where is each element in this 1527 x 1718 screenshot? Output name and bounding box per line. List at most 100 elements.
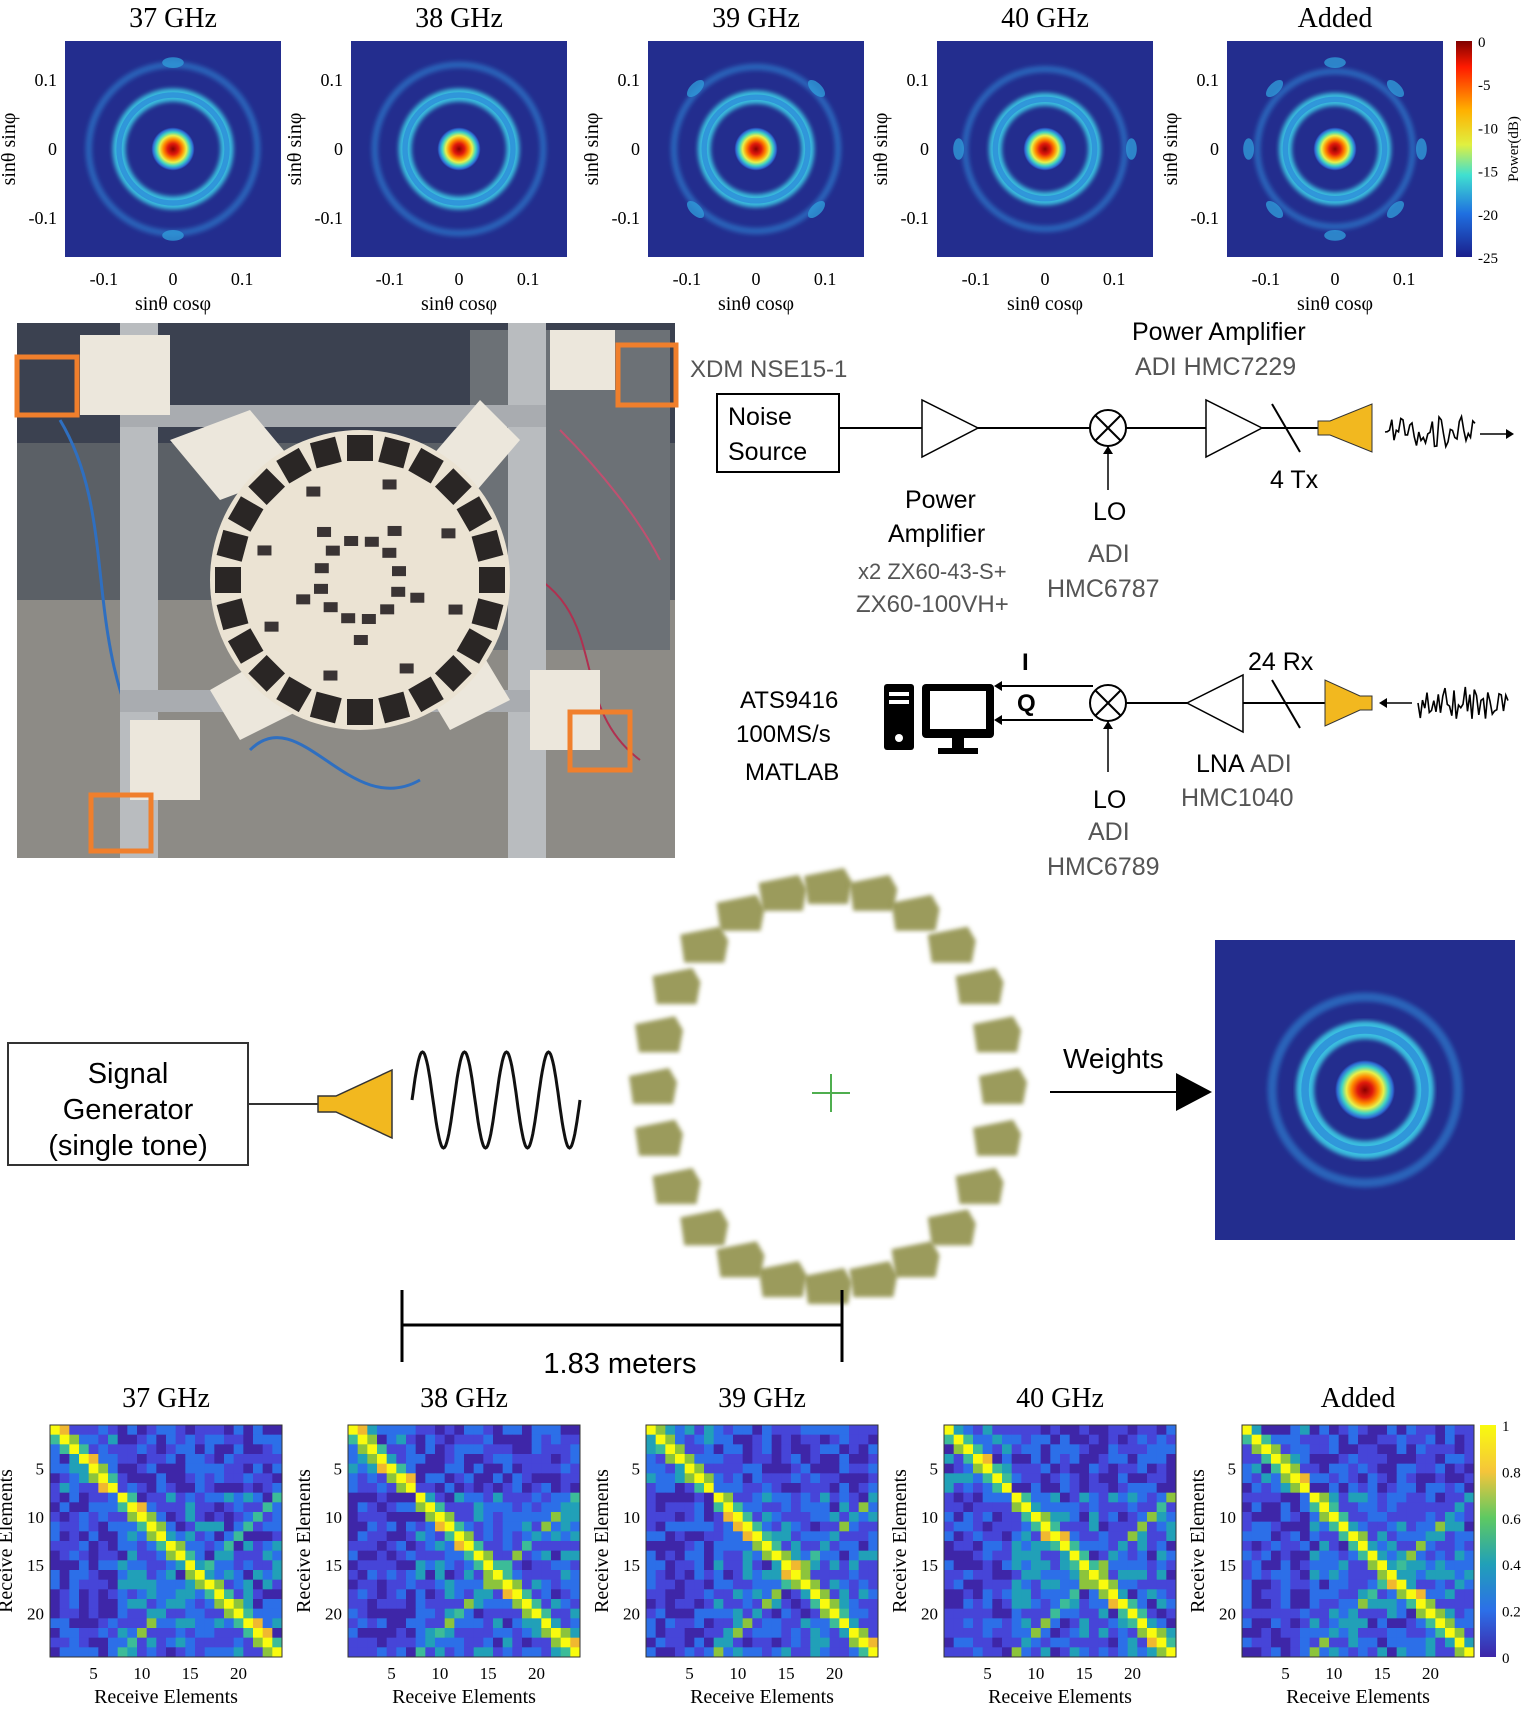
y-tick-label: 20 bbox=[27, 1605, 44, 1624]
x-tick-label: 20 bbox=[1422, 1664, 1439, 1683]
colorbar-tick: -20 bbox=[1478, 208, 1498, 224]
x-tick-label: 5 bbox=[89, 1664, 98, 1683]
colorbar-tick: 0 bbox=[1502, 1651, 1510, 1667]
y-tick-label: 10 bbox=[623, 1508, 640, 1527]
x-tick-label: 15 bbox=[480, 1664, 497, 1683]
y-tick-label: 20 bbox=[921, 1605, 938, 1624]
rx-chain-diagram: ATS9416 100MS/s MATLAB I Q bbox=[736, 648, 1509, 881]
digitizer-line1: ATS9416 bbox=[740, 687, 838, 714]
horn-element bbox=[758, 874, 807, 911]
pa1-title-1: Power bbox=[905, 486, 976, 514]
x-axis-label: sinθ cosφ bbox=[135, 293, 211, 315]
horn-element bbox=[804, 868, 852, 904]
x-axis-label: Receive Elements bbox=[988, 1686, 1132, 1708]
weights-label: Weights bbox=[1063, 1043, 1164, 1074]
x-tick-label: 5 bbox=[1281, 1664, 1290, 1683]
panel-title: Added bbox=[1321, 1383, 1396, 1414]
q-label: Q bbox=[1017, 690, 1036, 717]
x-tick-label: 10 bbox=[431, 1664, 448, 1683]
beam-heatmap bbox=[351, 41, 567, 257]
x-axis-label: sinθ cosφ bbox=[421, 293, 497, 315]
x-tick-label: -0.1 bbox=[962, 269, 991, 289]
horn-element bbox=[849, 874, 898, 911]
horn-element bbox=[680, 1209, 729, 1246]
x-tick-label: 10 bbox=[133, 1664, 150, 1683]
digitizer-line3: MATLAB bbox=[745, 759, 839, 786]
x-tick-label: 10 bbox=[1027, 1664, 1044, 1683]
y-tick-label: 15 bbox=[921, 1556, 938, 1575]
x-tick-label: 0.1 bbox=[814, 269, 837, 289]
weighted-beam-heatmap bbox=[1215, 940, 1515, 1240]
signal-generator-line2: Generator bbox=[63, 1094, 194, 1126]
lna-label: LNA bbox=[1196, 750, 1245, 778]
y-tick-label: 20 bbox=[1219, 1605, 1236, 1624]
signal-generator-box bbox=[7, 1042, 249, 1166]
horn-element bbox=[979, 1068, 1027, 1104]
horn-antenna-icon bbox=[317, 1068, 393, 1140]
weighted-beam-pattern bbox=[1215, 940, 1515, 1240]
colorbar-tick: -10 bbox=[1478, 121, 1498, 137]
pa2-title: Power Amplifier bbox=[1132, 318, 1306, 346]
x-axis-label: sinθ cosφ bbox=[1007, 293, 1083, 315]
tx-chain-diagram: XDM NSE15-1 Noise Source Power Amplifier… bbox=[690, 318, 1514, 618]
y-axis-label: Receive Elements bbox=[889, 1469, 911, 1613]
y-tick-label: 0.1 bbox=[321, 70, 344, 90]
x-tick-label: 0.1 bbox=[517, 269, 540, 289]
panel-title: 40 GHz bbox=[1016, 1383, 1104, 1414]
x-tick-label: -0.1 bbox=[376, 269, 405, 289]
horn-antenna-icon bbox=[1324, 679, 1373, 727]
amplifier-symbol bbox=[921, 398, 980, 459]
distance-label: 1.83 meters bbox=[543, 1348, 696, 1380]
panel-title: Added bbox=[1298, 3, 1373, 34]
y-tick-label: -0.1 bbox=[315, 208, 344, 228]
y-tick-label: 0.1 bbox=[907, 70, 930, 90]
horn-element bbox=[634, 1016, 683, 1053]
horn-element bbox=[804, 1268, 852, 1304]
noise-waveform-icon bbox=[1384, 413, 1476, 450]
y-tick-label: 5 bbox=[930, 1460, 939, 1479]
arrow-icon bbox=[1176, 1073, 1212, 1111]
colorbar-tick: 0.8 bbox=[1502, 1465, 1521, 1481]
x-tick-label: 10 bbox=[1325, 1664, 1342, 1683]
lna-part-1: ADI bbox=[1250, 750, 1292, 778]
y-tick-label: 0.1 bbox=[618, 70, 641, 90]
x-axis-label: sinθ cosφ bbox=[718, 293, 794, 315]
y-tick-label: 10 bbox=[921, 1508, 938, 1527]
x-tick-label: 15 bbox=[182, 1664, 199, 1683]
lo-label: LO bbox=[1093, 498, 1126, 526]
x-tick-label: 5 bbox=[983, 1664, 992, 1683]
lna-part-2: HMC1040 bbox=[1181, 784, 1294, 812]
y-axis-label: sinθ sinφ bbox=[1160, 113, 1182, 186]
y-axis-label: Receive Elements bbox=[293, 1469, 315, 1613]
y-tick-label: 5 bbox=[632, 1460, 641, 1479]
y-tick-label: 15 bbox=[623, 1556, 640, 1575]
highlight-box bbox=[88, 792, 154, 854]
y-tick-label: 10 bbox=[1219, 1508, 1236, 1527]
y-tick-label: 0 bbox=[1210, 139, 1219, 159]
colorbar-tick: 0.4 bbox=[1502, 1558, 1521, 1574]
lo-label: LO bbox=[1093, 786, 1126, 814]
x-tick-label: 0 bbox=[169, 269, 178, 289]
i-label: I bbox=[1022, 649, 1029, 676]
horn-element bbox=[927, 926, 976, 963]
y-axis-label: Receive Elements bbox=[0, 1469, 17, 1613]
lna-symbol bbox=[1185, 673, 1244, 734]
colorbar-tick: -25 bbox=[1478, 251, 1498, 267]
colorbar-tick: 0.6 bbox=[1502, 1512, 1521, 1528]
y-tick-label: 0 bbox=[334, 139, 343, 159]
y-axis-label: Receive Elements bbox=[591, 1469, 613, 1613]
beam-heatmap bbox=[937, 41, 1153, 257]
panel-title: 37 GHz bbox=[129, 3, 217, 34]
colorbar-tick: -5 bbox=[1478, 78, 1491, 94]
y-tick-label: 15 bbox=[325, 1556, 342, 1575]
correlation-colorbar: 00.20.40.60.81 bbox=[1480, 1419, 1521, 1667]
y-tick-label: 0.1 bbox=[1197, 70, 1220, 90]
panel-title: 40 GHz bbox=[1001, 3, 1089, 34]
x-tick-label: 0 bbox=[455, 269, 464, 289]
correlation-heatmap bbox=[646, 1425, 879, 1658]
